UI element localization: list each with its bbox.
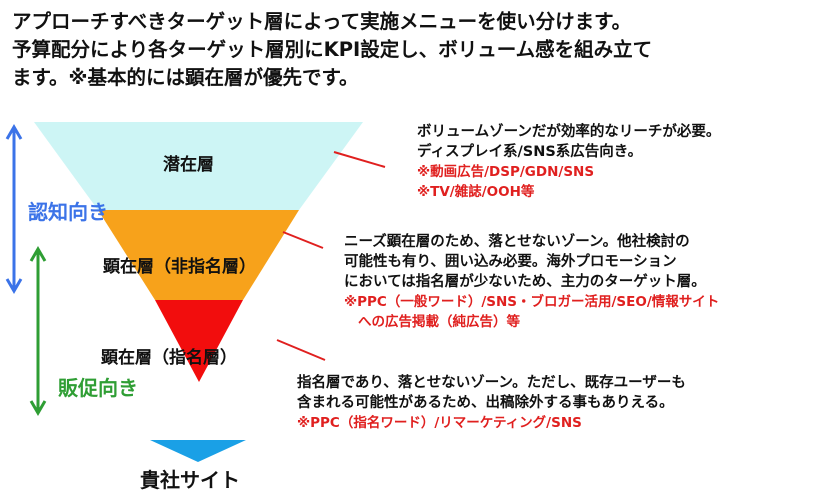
callout-line-branded (276, 339, 326, 361)
description-latent: ボリュームゾーンだが効率的なリーチが必要。 ディスプレイ系/SNS系広告向き。 … (417, 122, 720, 202)
callout-line-latent (333, 151, 386, 168)
desc-non-branded-note-1: ※PPC（一般ワード）/SNS・ブロガー活用/SEO/情報サイト (344, 294, 720, 310)
promotion-range-arrow-icon (29, 246, 47, 416)
layer-label-non-branded: 顕在層（非指名層） (103, 257, 256, 277)
down-arrow-icon (150, 440, 246, 462)
funnel-layer-non-branded (98, 210, 299, 300)
desc-non-branded-line-3: においては指名層が少ないため、主力のターゲット層。 (344, 274, 706, 290)
desc-branded-line-1: 指名層であり、落とせないゾーン。ただし、既存ユーザーも (297, 375, 686, 391)
awareness-range-arrow-icon (5, 124, 23, 294)
desc-non-branded-note-2: への広告掲載（純広告）等 (358, 314, 520, 330)
destination-label: 貴社サイト (140, 468, 240, 492)
desc-non-branded-line-1: ニーズ顕在層のため、落とせないゾーン。他社検討の (344, 234, 690, 250)
layer-label-branded: 顕在層（指名層） (101, 348, 237, 368)
desc-non-branded-line-2: 可能性も有り、囲い込み必要。海外プロモーション (344, 254, 677, 270)
callout-line-non-branded (282, 231, 324, 249)
funnel-layer-branded (155, 300, 243, 382)
awareness-label: 認知向き (28, 200, 108, 224)
heading-line-3: ます。※基本的には顕在層が優先です。 (12, 66, 359, 89)
layer-label-latent: 潜在層 (163, 155, 214, 175)
description-non-branded: ニーズ顕在層のため、落とせないゾーン。他社検討の 可能性も有り、囲い込み必要。海… (344, 232, 719, 332)
desc-branded-note-1: ※PPC（指名ワード）/リマーケティング/SNS (297, 415, 582, 431)
description-branded: 指名層であり、落とせないゾーン。ただし、既存ユーザーも 含まれる可能性があるため… (297, 373, 686, 433)
desc-latent-line-2: ディスプレイ系/SNS系広告向き。 (417, 144, 643, 160)
desc-latent-line-1: ボリュームゾーンだが効率的なリーチが必要。 (417, 124, 721, 140)
promotion-label: 販促向き (58, 376, 138, 400)
heading-line-2: 予算配分により各ターゲット層別にKPI設定し、ボリューム感を組み立て (12, 38, 653, 61)
desc-branded-line-2: 含まれる可能性があるため、出稿除外する事もありえる。 (297, 395, 674, 411)
funnel-layer-latent (34, 122, 363, 210)
heading: アプローチすべきターゲット層によって実施メニューを使い分けます。 予算配分により… (12, 8, 824, 92)
desc-latent-note-2: ※TV/雑誌/OOH等 (417, 184, 535, 200)
desc-latent-note-1: ※動画広告/DSP/GDN/SNS (417, 164, 595, 180)
heading-line-1: アプローチすべきターゲット層によって実施メニューを使い分けます。 (12, 10, 632, 33)
